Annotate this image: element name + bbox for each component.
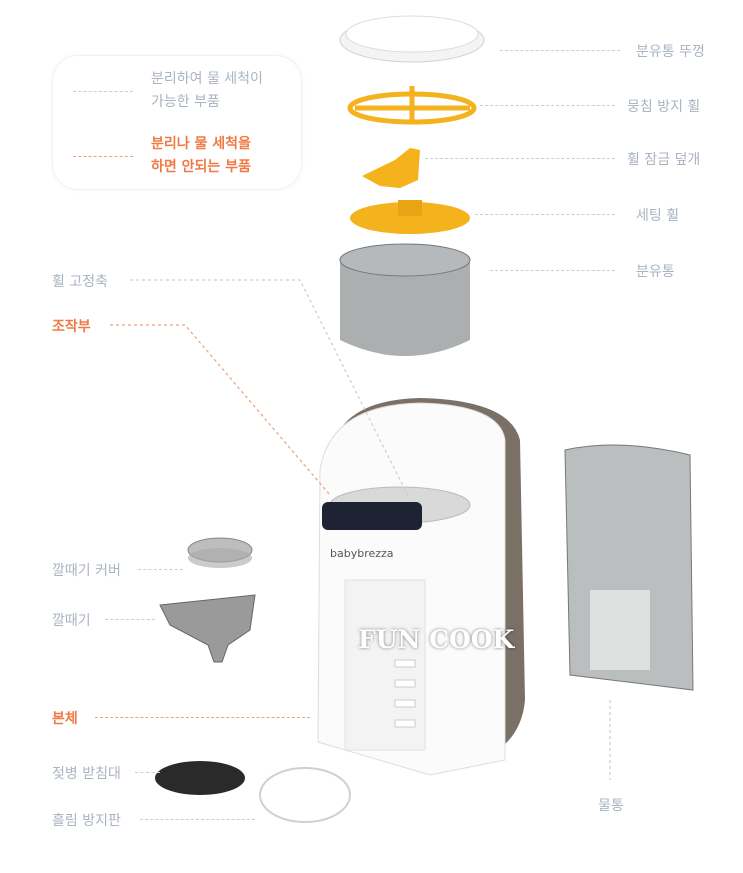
drip-tray-part bbox=[259, 767, 351, 823]
label-anti-clump-wheel: 뭉침 방지 휠 bbox=[627, 99, 701, 115]
brand-logo: babybrezza bbox=[330, 547, 394, 560]
leader-anti-clump bbox=[480, 105, 615, 106]
label-bottle-stand: 젖병 받침대 bbox=[52, 766, 121, 782]
leader-bottle-stand bbox=[135, 772, 160, 773]
label-control-panel: 조작부 bbox=[52, 319, 91, 335]
label-lid: 분유통 뚜껑 bbox=[636, 44, 705, 60]
label-funnel-cover: 깔때기 커버 bbox=[52, 563, 121, 579]
label-drip-tray: 흘림 방지판 bbox=[52, 813, 121, 829]
label-funnel: 깔때기 bbox=[52, 613, 91, 629]
label-wheel-lock-cover: 휠 잠금 덮개 bbox=[627, 152, 701, 168]
funnel-part bbox=[159, 594, 256, 663]
legend-washable-line2: 가능한 부품 bbox=[151, 94, 220, 110]
leader-drip-tray bbox=[140, 819, 255, 820]
leader-funnel bbox=[105, 619, 155, 620]
leader-lid bbox=[500, 50, 620, 51]
label-body: 본체 bbox=[52, 711, 78, 727]
bottle-stand-part bbox=[155, 761, 245, 795]
lid-part bbox=[339, 15, 485, 63]
washable-legend-line bbox=[73, 91, 133, 92]
label-water-tank: 물통 bbox=[598, 798, 624, 814]
legend-washable-line1: 분리하여 물 세척이 bbox=[151, 71, 263, 87]
wheel-lock-cover-part bbox=[362, 148, 420, 188]
watermark: FUN COOK bbox=[358, 625, 515, 654]
leader-funnel-cover bbox=[138, 569, 183, 570]
label-wheel-shaft: 휠 고정축 bbox=[52, 274, 108, 290]
formula-container-part bbox=[339, 243, 471, 356]
leader-setting-wheel bbox=[475, 214, 615, 215]
leader-body bbox=[95, 717, 310, 718]
legend-not-washable-line1: 분리나 물 세척을 bbox=[151, 136, 251, 152]
legend-box: 분리하여 물 세척이 가능한 부품 분리나 물 세척을 하면 안되는 부품 bbox=[52, 55, 302, 190]
label-formula-container: 분유통 bbox=[636, 264, 675, 280]
label-setting-wheel: 세팅 휠 bbox=[636, 208, 680, 224]
leader-wheel-lock bbox=[425, 158, 615, 159]
setting-wheel-part bbox=[350, 200, 470, 234]
legend-not-washable-line2: 하면 안되는 부품 bbox=[151, 159, 251, 175]
main-body-part bbox=[317, 398, 525, 776]
anti-clump-wheel-part bbox=[347, 86, 477, 125]
water-tank-part bbox=[564, 444, 694, 691]
funnel-cover-part bbox=[187, 537, 253, 568]
leader-lines bbox=[110, 279, 611, 780]
leader-container bbox=[490, 270, 615, 271]
not-washable-legend-line bbox=[73, 156, 133, 157]
